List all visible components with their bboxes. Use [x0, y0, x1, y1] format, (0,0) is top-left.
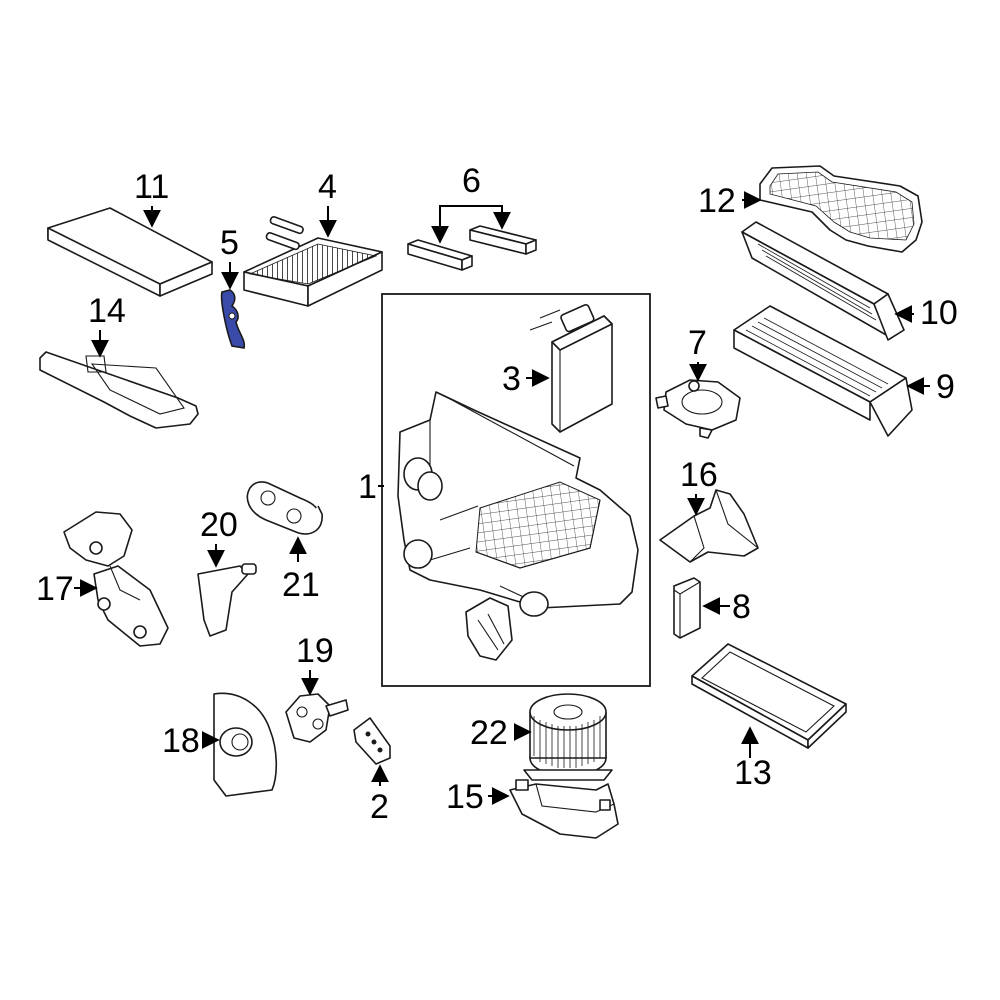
callout-labels: 11 4 5 6 12 10 9 14 3 7 1 16 8 20 21 17 … [36, 162, 958, 826]
part-18-housing-plate[interactable] [213, 692, 278, 797]
callout-6: 6 [462, 162, 481, 200]
part-19-sensor[interactable] [285, 693, 349, 743]
part-20-elbow[interactable] [197, 563, 257, 637]
part-21-seal[interactable] [246, 481, 323, 535]
part-13-filter-frame[interactable] [691, 643, 847, 749]
callout-14: 14 [88, 292, 126, 330]
callout-21: 21 [282, 566, 320, 604]
part-10-filter[interactable] [741, 221, 905, 341]
part-1-hvac-housing[interactable] [397, 391, 639, 661]
callout-11: 11 [134, 168, 169, 206]
leader-lines [74, 191, 930, 805]
part-9-filter-housing[interactable] [733, 305, 913, 437]
part-1-frame [381, 293, 651, 687]
part-17-actuator-assembly[interactable] [63, 511, 169, 647]
callout-15: 15 [446, 778, 484, 816]
callout-4: 4 [318, 168, 337, 206]
callout-3: 3 [502, 360, 521, 398]
callout-12: 12 [698, 182, 736, 220]
callout-10: 10 [920, 294, 958, 332]
callout-20: 20 [200, 506, 238, 544]
part-3-module[interactable] [529, 303, 613, 433]
part-16-duct[interactable] [659, 489, 759, 563]
callout-19: 19 [296, 632, 334, 670]
part-7-actuator[interactable] [655, 379, 741, 439]
part-12-screen[interactable] [759, 165, 923, 253]
callout-8: 8 [732, 588, 751, 626]
callout-18: 18 [162, 722, 200, 760]
part-11-filter-element[interactable] [47, 207, 213, 297]
callout-2: 2 [370, 788, 389, 826]
callout-9: 9 [936, 368, 955, 406]
part-4-heater-core[interactable] [243, 216, 383, 307]
callout-17: 17 [36, 570, 74, 608]
part-6-foam-seals[interactable] [407, 225, 537, 271]
part-14-bracket[interactable] [39, 351, 199, 429]
part-8-resistor[interactable] [673, 577, 701, 639]
part-2-connector[interactable] [353, 717, 391, 765]
callout-1: 1 [358, 468, 377, 506]
part-15-motor-mount[interactable] [509, 779, 619, 839]
callout-5: 5 [220, 224, 239, 262]
part-5-seal[interactable] [220, 289, 246, 349]
part-22-blower-motor[interactable] [523, 693, 613, 781]
callout-16: 16 [680, 456, 718, 494]
callout-13: 13 [734, 754, 772, 792]
callout-7: 7 [688, 324, 707, 362]
callout-22: 22 [470, 714, 508, 752]
